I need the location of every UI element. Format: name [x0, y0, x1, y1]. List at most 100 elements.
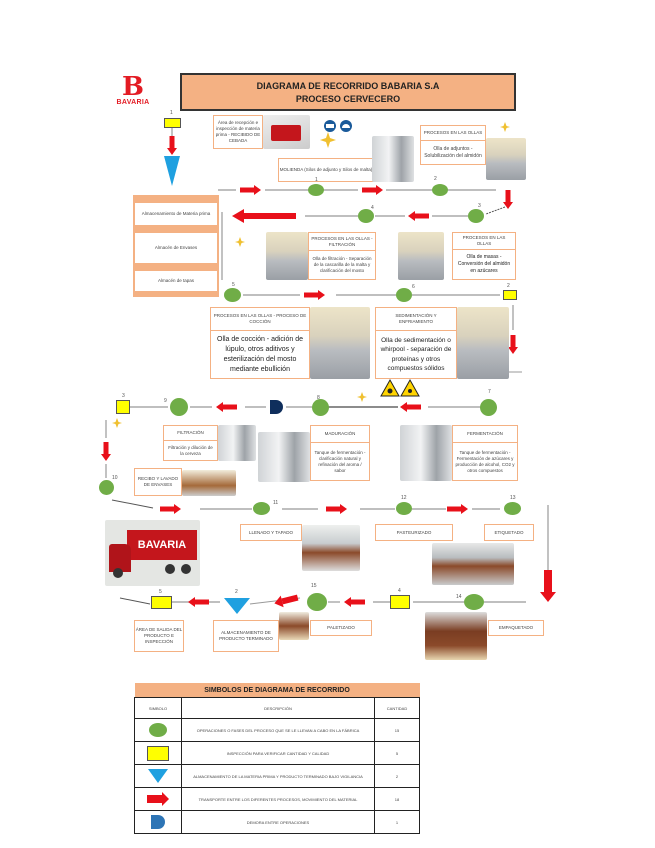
- step-recibo-envases: RECIBO Y LAVADO DE ENVASES: [134, 468, 182, 496]
- legend-table: SIMBOLOS DE DIAGRAMA DE RECORRIDO SIMBOL…: [134, 683, 420, 834]
- transport-arrow: [508, 335, 518, 354]
- transport-arrow: [216, 402, 237, 412]
- transport-arrow: [167, 136, 177, 155]
- legend-count: 18: [374, 787, 420, 811]
- step-number: 2: [235, 589, 238, 595]
- step-number: 1: [315, 177, 318, 183]
- legend-description: OPERACIONES O FASES DEL PROCESO QUE SE L…: [181, 718, 375, 742]
- step-pasteurizado: PASTEURIZADO: [375, 524, 453, 541]
- star-icon: [235, 237, 245, 247]
- step-number: 12: [401, 495, 407, 501]
- inspection-rectangle: [116, 400, 130, 414]
- logo-mark: B: [122, 72, 144, 102]
- transport-arrow: [503, 190, 513, 209]
- transport-arrow: [447, 504, 468, 514]
- step-header: MADURACIÓN: [311, 426, 369, 443]
- packaging-image: [425, 612, 487, 660]
- legend-row: TRANSPORTE ENTRE LOS DIFERENTES PROCESOS…: [134, 787, 420, 811]
- filter-image: [218, 425, 256, 461]
- operation-circle: [480, 399, 497, 416]
- hazard-warning-icon: [400, 378, 420, 397]
- step-header: PROCESOS EN LAS OLLAS: [453, 233, 515, 250]
- step-number: 5: [232, 282, 235, 288]
- legend-row: INSPECCIÓN PARA VERIFICAR CANTIDAD Y CAL…: [134, 741, 420, 765]
- legend-count: 5: [374, 741, 420, 765]
- transport-arrow: [232, 209, 296, 223]
- step-fermentacion: FERMENTACIÓN Tanque de fermentación - Fe…: [452, 425, 518, 481]
- transport-arrow: [362, 185, 383, 195]
- step-paletizado: PALETIZADO: [310, 620, 372, 636]
- step-masas: PROCESOS EN LAS OLLAS Olla de masas - Co…: [452, 232, 516, 280]
- adjunct-tank-image: [486, 138, 526, 180]
- legend-description: ALMACENAMIENTO DE LA MATERIA PRIMA Y PRO…: [181, 764, 375, 788]
- step-body: Olla de filtración - Separación de la ca…: [312, 256, 372, 273]
- operation-circle: [396, 288, 412, 302]
- step-number: 7: [488, 389, 491, 395]
- lauter-tun-image: [266, 232, 308, 280]
- transport-arrow-icon: [147, 791, 169, 806]
- legend-title: SIMBOLOS DE DIAGRAMA DE RECORRIDO: [134, 683, 420, 698]
- transport-arrow: [326, 504, 347, 514]
- bottle-washing-image: [182, 470, 236, 496]
- transport-arrow: [160, 504, 181, 514]
- operation-circle: [464, 594, 484, 610]
- safety-boots-icon: [324, 120, 336, 132]
- step-number: 1: [170, 110, 173, 116]
- storage-raw-material: Almacenamiento de Materia prima: [135, 203, 217, 225]
- brew-kettle-image: [310, 307, 370, 379]
- legend-count: 15: [374, 718, 420, 742]
- truck-image: [263, 115, 310, 149]
- step-header: FILTRACIÓN: [164, 426, 217, 441]
- transport-arrow: [101, 442, 111, 461]
- pallet-image: [279, 612, 309, 640]
- step-header: SEDIMENTACIÓN Y ENFRIAMIENTO: [376, 308, 456, 331]
- operation-circle: [504, 502, 521, 515]
- star-icon: [357, 392, 367, 402]
- delay-d: [270, 400, 283, 414]
- operation-circle: [396, 502, 412, 515]
- filling-machine-image: [302, 525, 360, 571]
- step-body: Filtración y dilución de la cerveza: [168, 444, 213, 456]
- whirlpool-image: [457, 307, 509, 379]
- step-etiquetado: ETIQUETADO: [484, 524, 534, 541]
- step-salida: ÁREA DE SALIDA DEL PRODUCTO E INSPECCIÓN: [134, 620, 184, 652]
- step-number: 4: [398, 588, 401, 594]
- legend-row: ALMACENAMIENTO DE LA MATERIA PRIMA Y PRO…: [134, 764, 420, 788]
- step-header: PROCESOS EN LAS OLLAS - FILTRACIÓN: [309, 233, 375, 251]
- step-number: 6: [412, 284, 415, 290]
- step-almacenamiento-pt: ALMACENAMIENTO DE PRODUCTO TERMINADO: [213, 620, 279, 652]
- step-number: 2: [507, 283, 510, 289]
- page-title: DIAGRAMA DE RECORRIDO BABARIA S.A PROCES…: [180, 73, 516, 111]
- step-maduracion: MADURACIÓN Tanque de fermentación - clar…: [310, 425, 370, 481]
- legend-description: INSPECCIÓN PARA VERIFICAR CANTIDAD Y CAL…: [181, 741, 375, 765]
- step-body: Olla de cocción - adición de lúpulo, otr…: [217, 335, 303, 373]
- bavaria-logo: B BAVARIA: [113, 72, 153, 111]
- step-body: Olla de adjuntos - Solubilización del al…: [424, 145, 482, 159]
- legend-row: DEMORA ENTRE OPERACIONES 1: [134, 810, 420, 834]
- inspection-rectangle: [164, 118, 181, 128]
- operation-circle: [358, 209, 374, 223]
- step-number: 14: [456, 594, 462, 600]
- step-llenado: LLENADO Y TAPADO: [240, 524, 302, 541]
- operation-circle: [224, 288, 241, 302]
- legend-header-description: DESCRIPCIÓN: [181, 697, 375, 719]
- labeling-machine-image: [432, 543, 514, 585]
- step-empaquetado: EMPAQUETADO: [488, 620, 544, 636]
- storage-triangle: [224, 598, 250, 614]
- legend-row: OPERACIONES O FASES DEL PROCESO QUE SE L…: [134, 718, 420, 742]
- step-filtracion-cerveza: FILTRACIÓN Filtración y dilución de la c…: [163, 425, 218, 461]
- operation-circle: [170, 398, 188, 416]
- operation-circle-icon: [149, 723, 167, 737]
- star-icon: [500, 122, 510, 132]
- step-ollas-adjuntos: PROCESOS EN LAS OLLAS Olla de adjuntos -…: [420, 125, 486, 165]
- step-number: 4: [371, 205, 374, 211]
- transport-arrow: [408, 211, 429, 221]
- safety-helmet-icon: [340, 120, 352, 132]
- transport-arrow: [188, 597, 209, 607]
- operation-circle: [253, 502, 270, 515]
- step-header: PROCESOS EN LAS OLLAS: [421, 126, 485, 141]
- step-number: 2: [434, 176, 437, 182]
- step-number: 13: [510, 495, 516, 501]
- inspection-rectangle: [151, 596, 172, 609]
- storage-triangle: [164, 156, 180, 186]
